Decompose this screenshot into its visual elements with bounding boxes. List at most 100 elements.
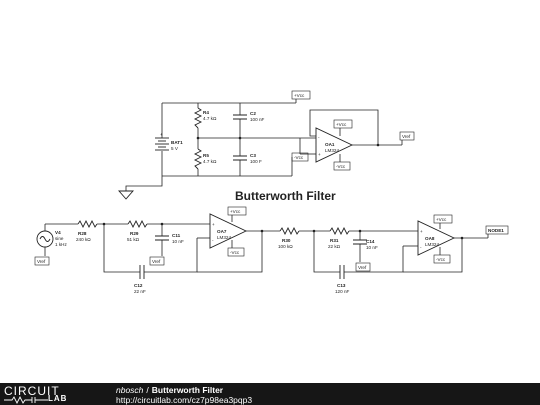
resistor-r31[interactable]: [329, 226, 350, 236]
r5-name: R5: [203, 153, 209, 158]
oa8-name: OA8: [425, 236, 435, 241]
c12-value: 22 nF: [134, 289, 146, 294]
r28-name: R28: [78, 231, 87, 236]
v4-line1: sine: [55, 236, 64, 241]
c13-name: C13: [337, 283, 346, 288]
footer-bar: CIRCUIT LAB nbosch/Butterworth Filter ht…: [0, 383, 540, 405]
oa1-vcc-neg-tag: [333, 161, 351, 171]
oa1-name: OA1: [325, 142, 335, 147]
filter-stage-2: R30 100 kΩ R31 22 kΩ C14 10 nF Vref C13 …: [278, 214, 509, 294]
battery-plus-label: +: [160, 132, 163, 137]
oa7-model: LM324: [217, 235, 231, 240]
resistor-r30[interactable]: [279, 226, 300, 236]
oa7-vcc-pos-tag: [227, 206, 247, 216]
capacitor-c13[interactable]: [339, 265, 345, 279]
project-url-link[interactable]: http://circuitlab.com/cz7p98ea3pqp3: [116, 395, 253, 405]
vcc-pos-tag-top-label: +Vcc: [294, 93, 305, 98]
r29-value: 51 kΩ: [127, 237, 140, 242]
vref-tag-out-label: Vref: [402, 134, 411, 139]
schematic-diagram: + BAT1 5 V R4 4.7 kΩ R5 4.7 kΩ C2 100 nF…: [34, 90, 509, 294]
r28-value: 240 kΩ: [76, 237, 91, 242]
node1-label: NODE1: [488, 228, 504, 233]
resistor-r28[interactable]: [77, 219, 98, 229]
r5-value: 4.7 kΩ: [203, 159, 217, 164]
r31-name: R31: [330, 238, 339, 243]
ground-icon: [118, 190, 134, 200]
c3-value: 100 F: [250, 159, 262, 164]
reference-circuit: + BAT1 5 V R4 4.7 kΩ R5 4.7 kΩ C2 100 nF…: [118, 90, 415, 200]
bat1-name: BAT1: [171, 140, 183, 145]
c11-vref-label: Vref: [152, 259, 161, 264]
oa1-vcc-pos-label: +Vcc: [336, 122, 347, 127]
c3-name: C3: [250, 153, 256, 158]
r4-value: 4.7 kΩ: [203, 116, 217, 121]
capacitor-c11[interactable]: [155, 235, 169, 241]
diagram-title: Butterworth Filter: [235, 189, 336, 203]
oa7-vcc-neg-label: -Vcc: [230, 250, 240, 255]
logo-wave-icon: [4, 396, 48, 404]
oa8-vcc-neg-tag: [433, 254, 451, 264]
oa1-minus: -: [318, 135, 320, 140]
oa7-name: OA7: [217, 229, 227, 234]
r29-name: R29: [130, 231, 139, 236]
oa8-vcc-pos-tag: [433, 214, 453, 224]
c13-value: 120 nF: [335, 289, 349, 294]
oa1-vcc-neg-label: -Vcc: [336, 164, 346, 169]
node1-tag: [485, 225, 509, 235]
c2-name: C2: [250, 111, 256, 116]
project-title: Butterworth Filter: [151, 385, 224, 395]
capacitor-c3[interactable]: [233, 155, 247, 161]
project-heading: nbosch/Butterworth Filter: [116, 385, 223, 395]
c14-name: C14: [366, 239, 375, 244]
battery-bat1[interactable]: +: [155, 132, 169, 151]
resistor-r29[interactable]: [127, 219, 148, 229]
oa7-plus: +: [212, 222, 215, 227]
r30-value: 100 kΩ: [278, 244, 293, 249]
oa8-plus: +: [420, 229, 423, 234]
c14-vref-tag: [355, 262, 371, 272]
logo-circuit-text: CIRCUIT: [4, 384, 60, 398]
c12-name: C12: [134, 283, 143, 288]
capacitor-c12[interactable]: [139, 265, 145, 279]
sine-source-v4[interactable]: [36, 230, 54, 248]
oa8-vcc-pos-label: +Vcc: [436, 217, 447, 222]
capacitor-c14[interactable]: [353, 239, 367, 245]
logo-lab-text: LAB: [48, 394, 68, 403]
oa1-model: LM324: [325, 148, 339, 153]
resistor-r5[interactable]: [193, 148, 203, 170]
v4-name: V4: [55, 230, 61, 235]
r30-name: R30: [282, 238, 291, 243]
vcc-neg-tag-top-label: -Vcc: [294, 155, 304, 160]
opamp-oa1[interactable]: [315, 127, 354, 163]
oa8-minus: -: [420, 245, 422, 250]
author-link[interactable]: nbosch: [116, 385, 144, 395]
vref-tag-out: [399, 131, 415, 141]
oa7-minus: -: [212, 238, 214, 243]
r4-name: R4: [203, 110, 209, 115]
opamp-oa7[interactable]: [209, 213, 248, 249]
oa7-vcc-pos-label: +Vcc: [230, 209, 241, 214]
oa8-vcc-neg-label: -Vcc: [436, 257, 446, 262]
c11-name: C11: [172, 233, 181, 238]
heading-separator: /: [146, 385, 149, 395]
c11-value: 10 nF: [172, 239, 184, 244]
filter-stage-1: V4 sine 1 kHz Vref R28 240 kΩ R29 51 kΩ …: [34, 206, 280, 294]
c11-vref-tag: [149, 256, 165, 266]
oa8-model: LM324: [425, 242, 439, 247]
v4-vref-tag: [34, 256, 50, 266]
oa1-vcc-pos-tag: [333, 119, 353, 129]
bat1-value: 5 V: [171, 146, 179, 151]
opamp-oa8[interactable]: [417, 220, 456, 256]
v4-line2: 1 kHz: [55, 242, 67, 247]
oa1-plus: +: [318, 152, 321, 157]
capacitor-c2[interactable]: [233, 114, 247, 120]
c2-value: 100 nF: [250, 117, 264, 122]
c14-value: 10 nF: [366, 245, 378, 250]
r31-value: 22 kΩ: [328, 244, 341, 249]
v4-vref-label: Vref: [37, 259, 46, 264]
oa7-vcc-neg-tag: [227, 247, 245, 257]
resistor-r4[interactable]: [193, 107, 203, 129]
schematic-canvas: + BAT1 5 V R4 4.7 kΩ R5 4.7 kΩ C2 100 nF…: [34, 90, 509, 294]
circuitlab-logo[interactable]: CIRCUIT LAB: [4, 384, 90, 404]
vcc-pos-tag-top: [291, 90, 311, 100]
